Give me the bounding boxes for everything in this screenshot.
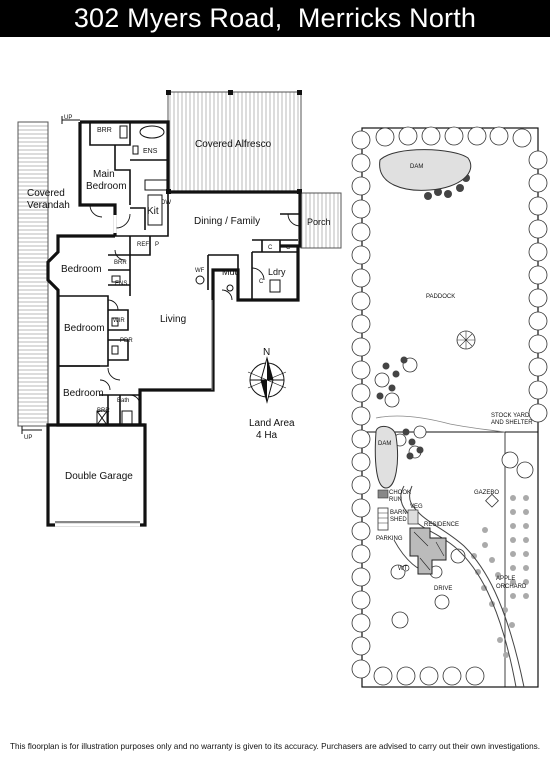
bath-label: Bath [117, 398, 129, 404]
title-bar: 302 Myers Road, Merricks North [0, 0, 550, 37]
dam-mid-label: DAM [378, 441, 391, 447]
ref-label: REF [137, 242, 149, 248]
porch-deck [300, 192, 342, 249]
brr-label-low: BRR [97, 408, 110, 414]
bedroom-1-label: Bedroom [61, 264, 102, 275]
site-plan: DAM PADDOCK STOCK YARD AND SHELTER DAM C… [351, 126, 548, 688]
wt-label: WT [398, 566, 408, 572]
bedroom-3-label: Bedroom [63, 388, 104, 399]
main-bedroom-label-1: Main [93, 169, 115, 180]
p-label: P [155, 242, 159, 248]
kit-label: Kit [147, 206, 159, 217]
ens-label-mid: ENS [115, 281, 127, 287]
c-label-2: C [286, 245, 291, 251]
compass-north-label: N [263, 347, 270, 358]
c-label-3: C [259, 279, 264, 285]
land-area-label: Land Area [249, 418, 295, 429]
covered-verandah-label-1: Covered [27, 188, 65, 199]
living-label: Living [160, 314, 186, 325]
chook-run-label-2: RUN [389, 497, 402, 503]
verandah-deck [17, 121, 49, 427]
bedroom-2-label: Bedroom [64, 323, 105, 334]
compass-icon [247, 356, 287, 404]
dam-top-label: DAM [410, 164, 423, 170]
drive-label: DRIVE [434, 586, 452, 592]
paddock-label: PADDOCK [426, 294, 455, 300]
veg-label: VEG [410, 504, 423, 510]
apple-orchard-label-2: ORCHARD [496, 584, 527, 590]
parking-label: PARKING [376, 536, 403, 542]
main-bedroom-label-2: Bedroom [86, 181, 127, 192]
land-area-value: 4 Ha [256, 430, 278, 441]
double-garage-label: Double Garage [65, 471, 133, 482]
dam-mid [374, 426, 399, 489]
barn-label-1: BARN [390, 510, 407, 516]
up-label-bottom: UP [24, 435, 32, 441]
brr-label-mid: BRR [114, 260, 127, 266]
alfresco-deck [167, 91, 302, 193]
site-boundary [361, 127, 539, 688]
dw-label: DW [161, 200, 171, 206]
ens-label-top: ENS [143, 148, 158, 155]
chook-run-label-1: CHOOK [389, 490, 411, 496]
covered-verandah-label-2: Verandah [27, 200, 70, 211]
disclaimer-text: This floorplan is for illustration purpo… [9, 742, 540, 751]
apple-orchard-label-1: APPLE [496, 576, 515, 582]
pdr-label: PDR [120, 338, 133, 344]
wf-label: WF [195, 268, 205, 274]
ldry-label: Ldry [268, 267, 286, 277]
gazebo-label: GAZEBO [474, 490, 499, 496]
barn-label-2: SHED [390, 517, 407, 523]
dining-family-label: Dining / Family [194, 216, 260, 227]
property-address-title: 302 Myers Road, Merricks North [73, 3, 477, 33]
covered-alfresco-label: Covered Alfresco [195, 139, 272, 150]
up-label-top: UP [64, 115, 72, 121]
brr-label-top: BRR [97, 127, 112, 134]
dam-top [379, 149, 472, 191]
stock-yard-label-2: AND SHELTER [491, 420, 533, 426]
floorplan-drawing: Covered Alfresco BRR ENS Main Bedroom Co… [17, 90, 548, 688]
residence-label: RESIDENCE [424, 522, 459, 528]
mud-label: Mud [222, 267, 240, 277]
floor-plan: Covered Alfresco BRR ENS Main Bedroom Co… [17, 90, 342, 527]
c-label-1: C [268, 245, 273, 251]
porch-label: Porch [307, 217, 331, 227]
stock-yard-label-1: STOCK YARD [491, 413, 530, 419]
wir-label: WIR [113, 318, 125, 324]
